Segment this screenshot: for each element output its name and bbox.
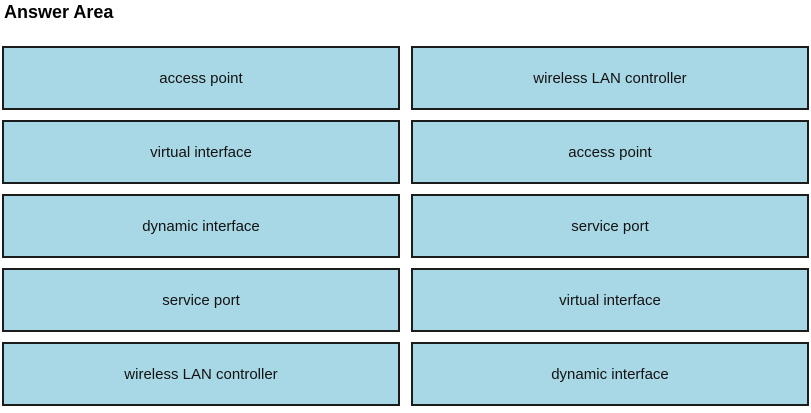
option-box-left-4[interactable]: service port — [2, 268, 400, 332]
option-box-right-4[interactable]: virtual interface — [411, 268, 809, 332]
option-box-right-1[interactable]: wireless LAN controller — [411, 46, 809, 110]
option-box-left-3[interactable]: dynamic interface — [2, 194, 400, 258]
answer-grid: access point wireless LAN controller vir… — [2, 46, 809, 406]
option-box-right-3[interactable]: service port — [411, 194, 809, 258]
option-box-left-2[interactable]: virtual interface — [2, 120, 400, 184]
option-box-left-5[interactable]: wireless LAN controller — [2, 342, 400, 406]
option-box-right-5[interactable]: dynamic interface — [411, 342, 809, 406]
page-title: Answer Area — [4, 2, 114, 22]
option-box-right-2[interactable]: access point — [411, 120, 809, 184]
option-box-left-1[interactable]: access point — [2, 46, 400, 110]
